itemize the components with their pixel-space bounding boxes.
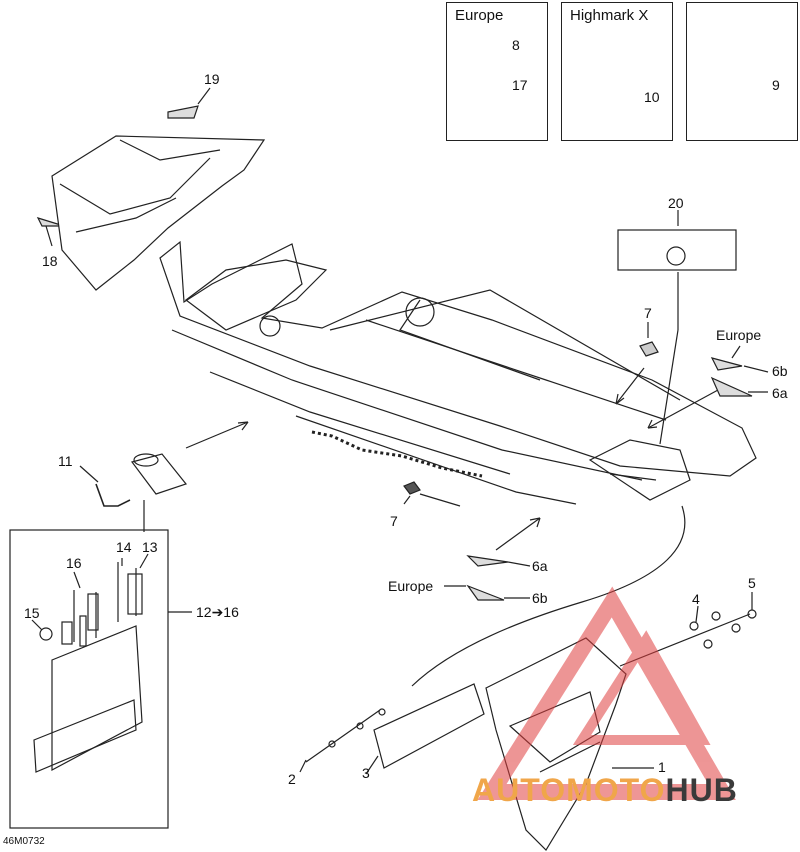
- callout-6a-bottom: 6a: [532, 558, 548, 574]
- europe-label-top: Europe: [716, 327, 762, 343]
- watermark-logo: [477, 586, 736, 800]
- callout-7-top: 7: [644, 305, 652, 321]
- watermark-part2: HUB: [665, 772, 738, 808]
- tool-items: [39, 562, 143, 647]
- tool-kit-box: [9, 529, 169, 829]
- tool-variant-box: [686, 2, 798, 141]
- arrow-6a-bottom: [495, 517, 541, 551]
- callout-2: 2: [288, 771, 296, 787]
- highmark-variant-box: Highmark X: [561, 2, 673, 141]
- watermark-text: AUTOMOTOHUB: [472, 772, 738, 809]
- callout-8: 8: [512, 37, 520, 53]
- license-plate-3: [373, 683, 485, 769]
- arrow-6: [647, 389, 719, 429]
- clip-7-top: [639, 341, 659, 357]
- warning-label-20: [617, 229, 737, 271]
- bracket-11: [95, 483, 131, 507]
- tool-pouch: [51, 625, 143, 771]
- leader-curve: [411, 505, 686, 687]
- callout-11: 11: [58, 453, 73, 469]
- figure-code: 46M0732: [3, 836, 45, 847]
- callout-16: 16: [66, 555, 82, 571]
- callout-13: 13: [142, 539, 158, 555]
- callout-3: 3: [362, 765, 370, 781]
- arrow-11: [185, 421, 249, 449]
- clip-7-bottom: [403, 481, 421, 495]
- decal-6a-bottom: [466, 555, 509, 567]
- decal-18: [36, 217, 65, 227]
- europe-label-bottom: Europe: [388, 578, 434, 594]
- tool-tube: [130, 453, 188, 495]
- watermark-part1: AUTOMOTO: [472, 772, 666, 808]
- callout-12-16: 12➔16: [196, 604, 239, 620]
- callout-19: 19: [204, 71, 220, 87]
- callout-18: 18: [42, 253, 58, 269]
- callout-6b-bottom: 6b: [532, 590, 548, 606]
- callout-4: 4: [692, 591, 700, 607]
- arrow-7-top: [615, 367, 645, 405]
- callout-7-bottom: 7: [390, 513, 398, 529]
- callout-6b-top: 6b: [772, 363, 788, 379]
- decal-6b-top: [710, 357, 743, 371]
- callout-6a-top: 6a: [772, 385, 788, 401]
- decal-19: [167, 105, 199, 119]
- chassis-frame: [159, 240, 757, 505]
- callout-14: 14: [116, 539, 132, 555]
- callout-1: 1: [658, 759, 666, 775]
- europe-box-title: Europe: [455, 7, 504, 24]
- europe-variant-box: Europe: [446, 2, 548, 141]
- callout-20: 20: [668, 195, 684, 211]
- callout-10: 10: [644, 89, 660, 105]
- highmark-box-title: Highmark X: [570, 7, 649, 24]
- callout-5: 5: [748, 575, 756, 591]
- callout-15: 15: [24, 605, 40, 621]
- decal-6b-bottom: [466, 584, 505, 601]
- callout-17: 17: [512, 77, 528, 93]
- front-cover: [51, 135, 266, 291]
- rivets-2: [305, 708, 386, 763]
- decal-6a-top: [710, 376, 753, 397]
- callout-9: 9: [772, 77, 780, 93]
